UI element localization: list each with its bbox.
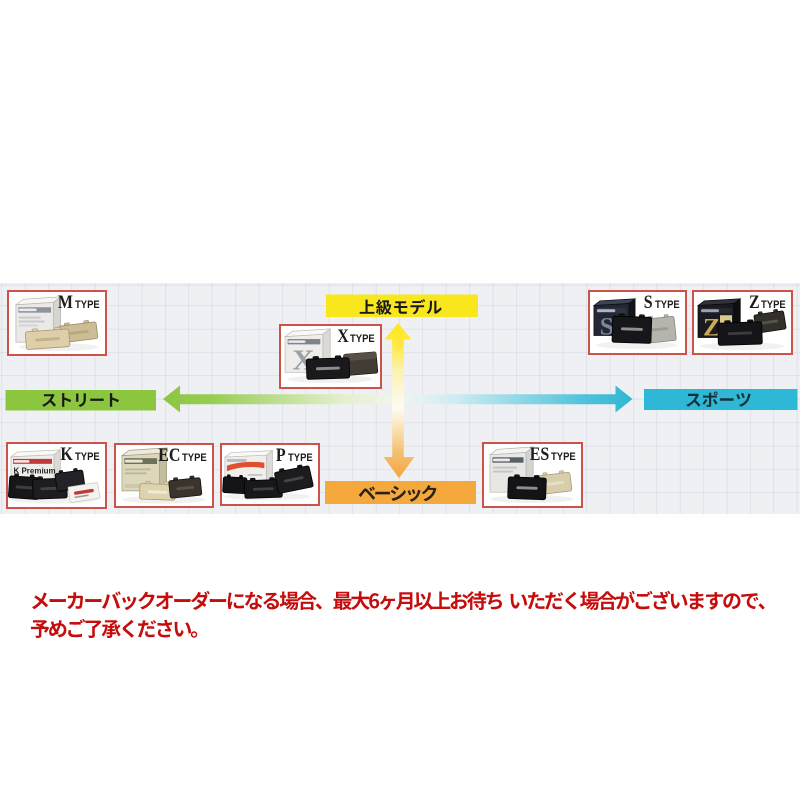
svg-text:Z: Z [703, 313, 720, 342]
svg-text:S: S [600, 314, 614, 341]
svg-text:K Premium: K Premium [14, 466, 56, 475]
